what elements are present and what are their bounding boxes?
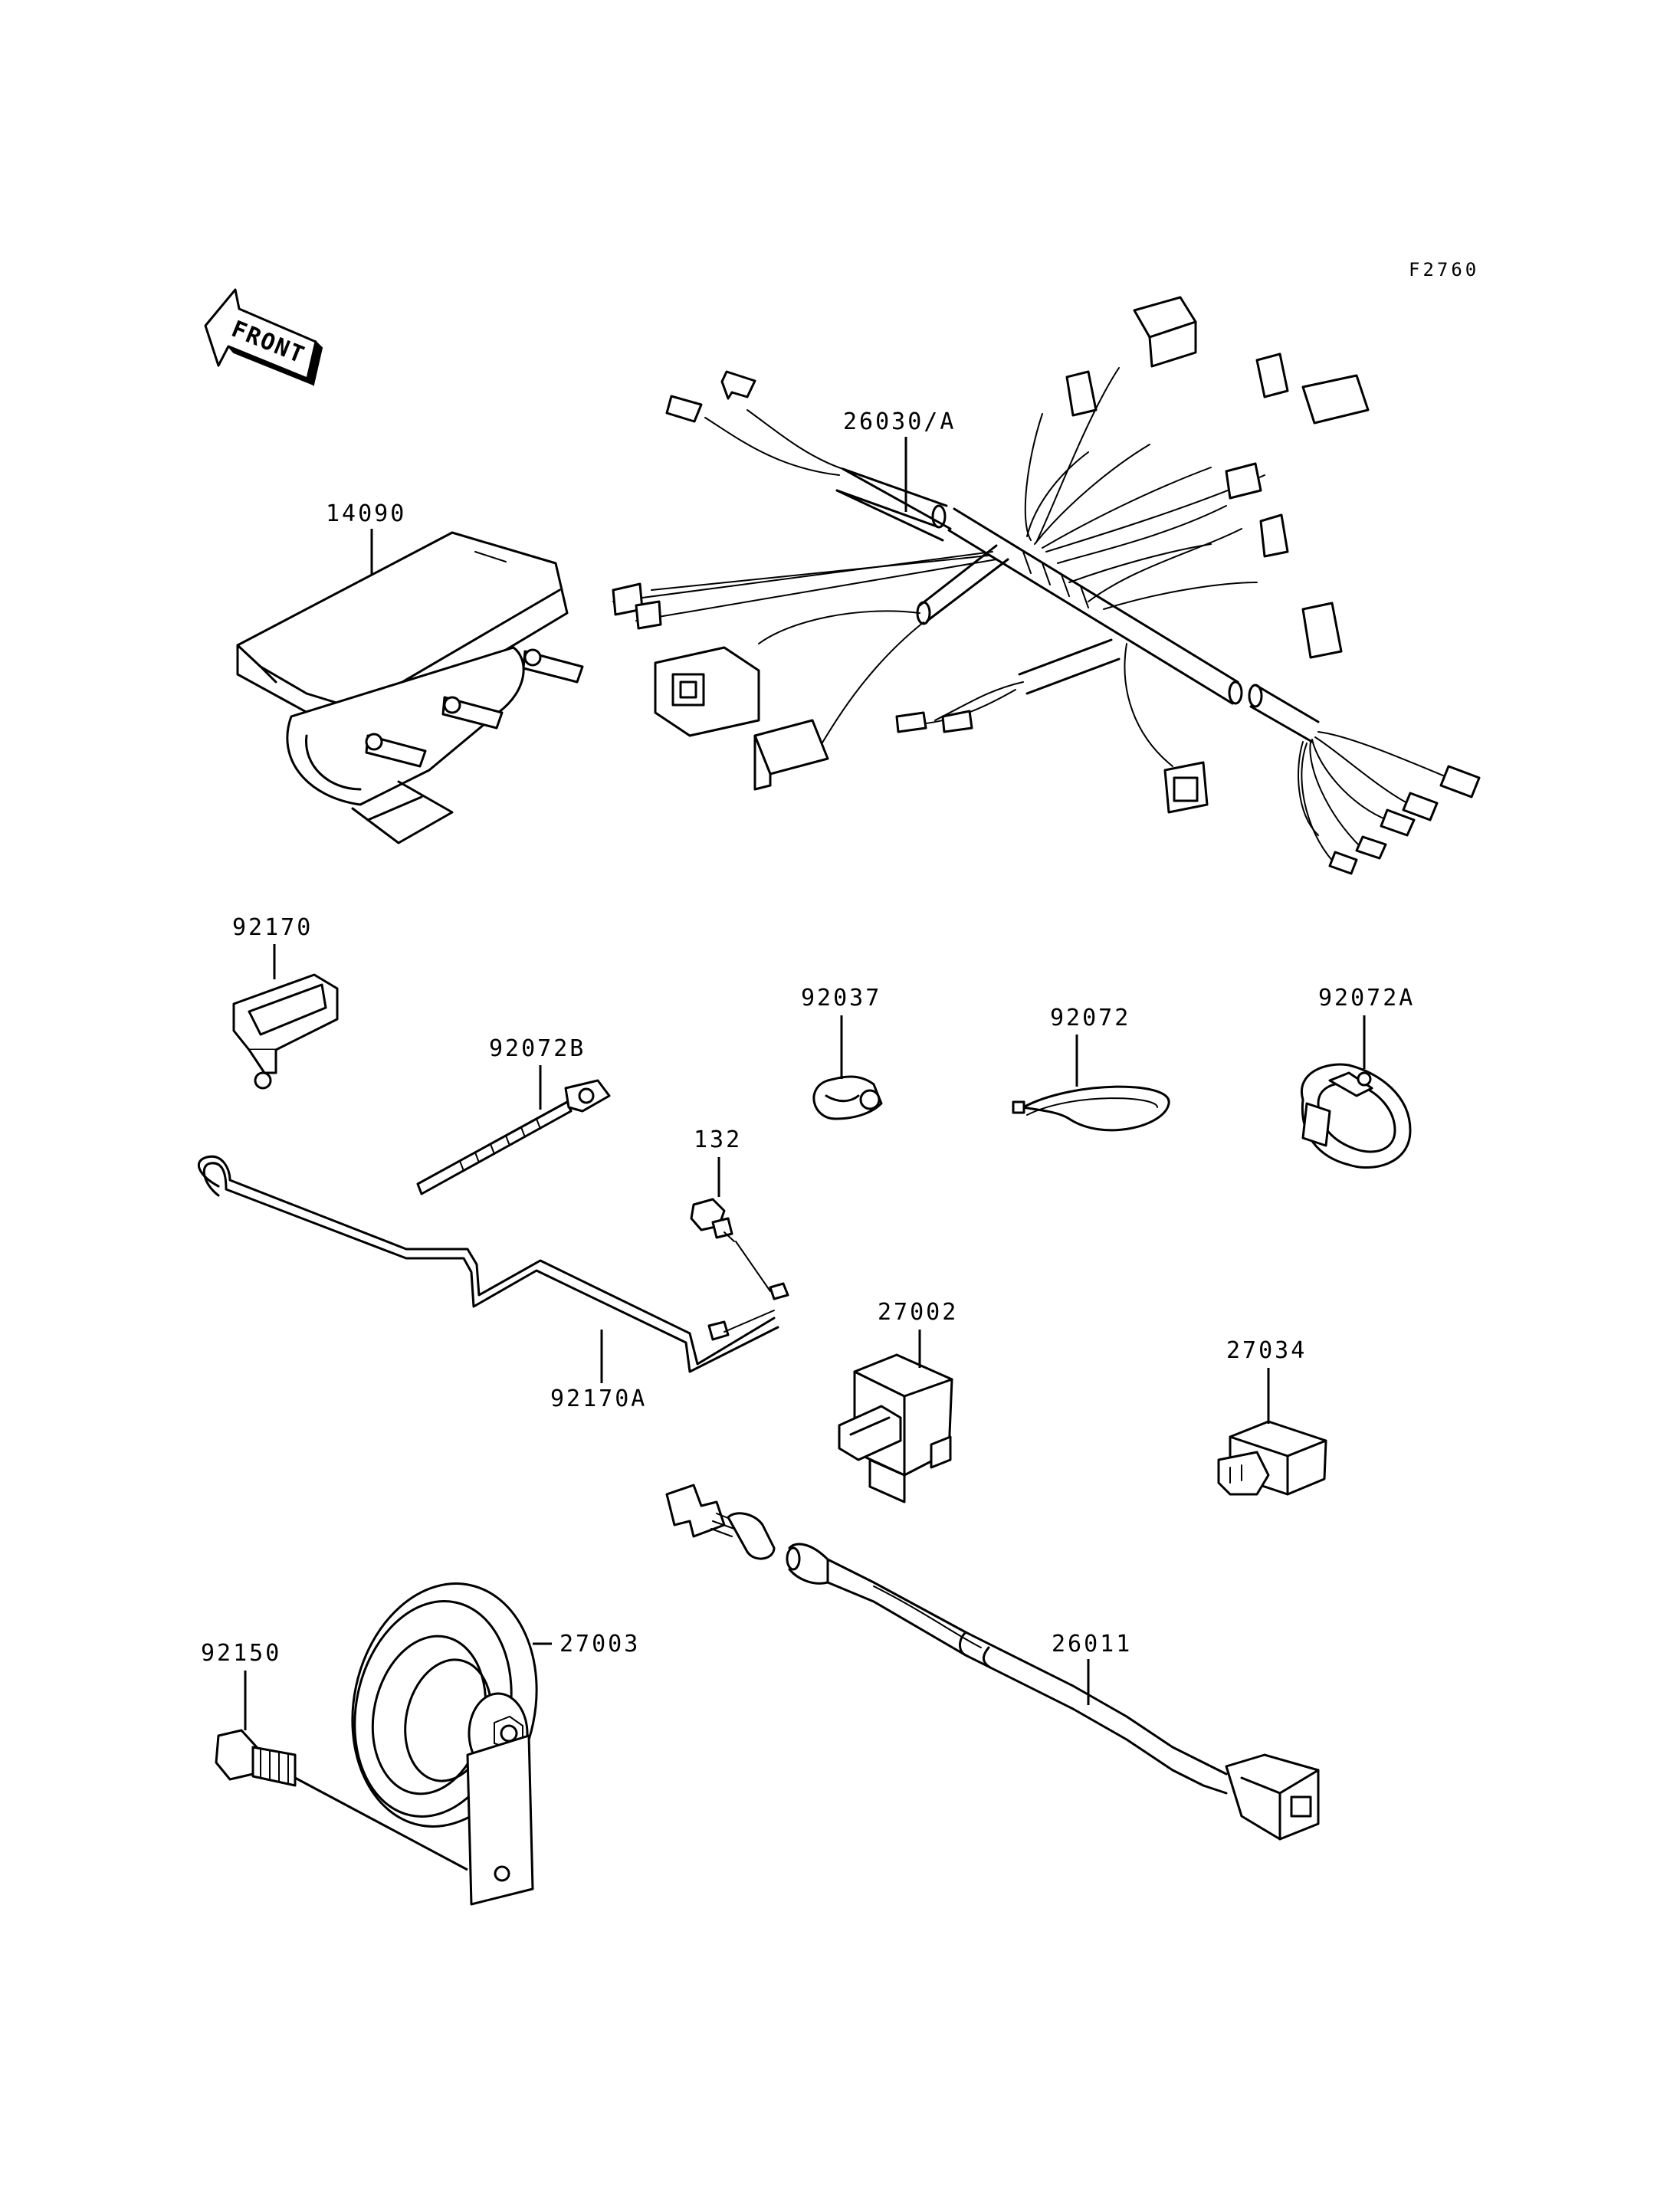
cable-band-92072b <box>416 1065 611 1195</box>
harness-connector <box>1065 296 1370 659</box>
terminal-spike <box>365 648 584 768</box>
relay-27002 <box>838 1330 953 1503</box>
wire-92170a <box>197 1155 789 1383</box>
label-92072b: 92072B <box>489 1035 586 1062</box>
horn-27003 <box>351 1582 552 1906</box>
label-92170a: 92170A <box>550 1385 647 1412</box>
main-wiring-harness <box>612 296 1481 875</box>
label-26030a: 26030/A <box>843 408 956 435</box>
clamp-band-92072a <box>1300 1015 1412 1169</box>
front-arrow-icon: FRONT <box>204 288 323 386</box>
square-connector <box>654 646 760 737</box>
clamp-92037 <box>812 1015 883 1120</box>
label-27003: 27003 <box>559 1631 640 1658</box>
label-132: 132 <box>694 1126 742 1153</box>
label-27002: 27002 <box>878 1299 958 1326</box>
cover-92170 <box>232 944 339 1090</box>
bolt-132 <box>690 1157 735 1242</box>
label-27034: 27034 <box>1226 1337 1307 1364</box>
figure-id: F2760 <box>1409 259 1479 280</box>
sub-harness-26011 <box>665 1484 1320 1841</box>
label-92072: 92072 <box>1050 1005 1130 1031</box>
label-14090: 14090 <box>326 500 406 527</box>
label-92150: 92150 <box>201 1640 281 1667</box>
label-26011: 26011 <box>1052 1631 1132 1658</box>
relay-27034 <box>1217 1368 1327 1496</box>
cable-band-92072 <box>1012 1035 1170 1132</box>
label-92170: 92170 <box>232 914 313 941</box>
small-connector <box>753 719 829 791</box>
bolt-92150 <box>215 1671 468 1871</box>
label-92072a: 92072A <box>1318 985 1415 1012</box>
ecu-box <box>236 529 584 844</box>
label-92037: 92037 <box>801 985 881 1012</box>
bullet-terminal <box>1328 765 1481 875</box>
